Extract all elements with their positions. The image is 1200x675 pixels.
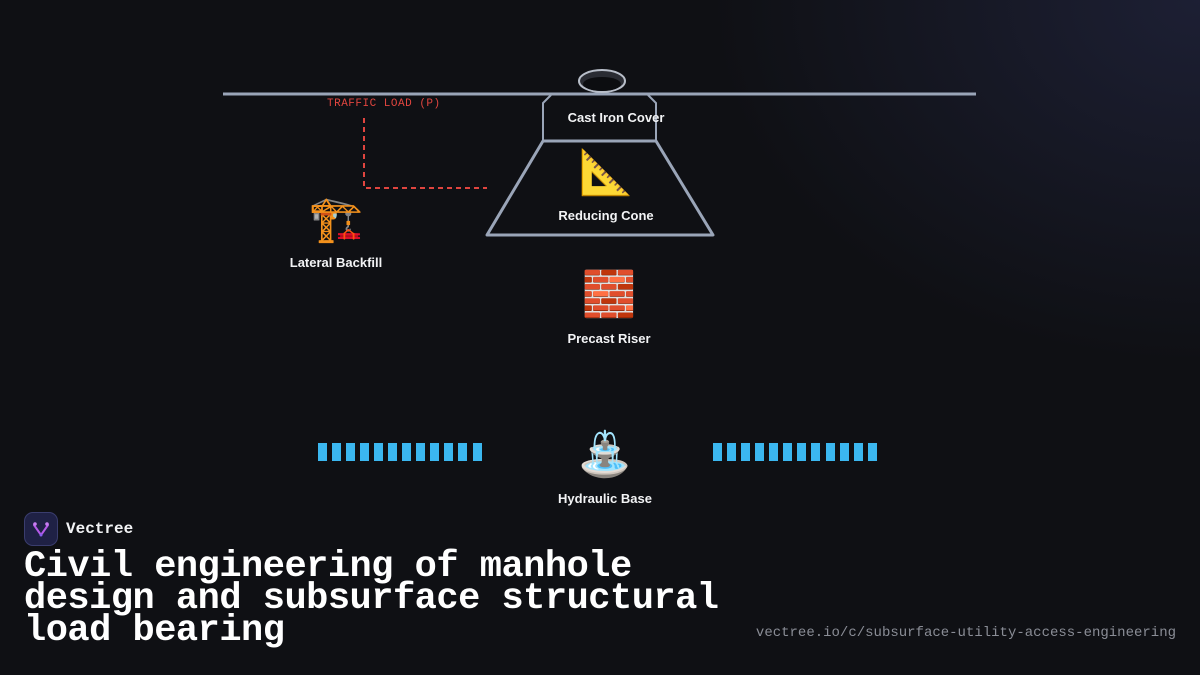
flow-segment xyxy=(840,443,849,461)
flow-segment xyxy=(332,443,341,461)
flow-segment xyxy=(713,443,722,461)
reducing-cone-outline xyxy=(485,139,715,237)
inlet-pipe-flow xyxy=(318,443,482,461)
node-precast-riser: 🧱 Precast Riser xyxy=(567,269,651,347)
flow-segment xyxy=(374,443,383,461)
flow-segment xyxy=(811,443,820,461)
flow-segment xyxy=(402,443,411,461)
brick-icon: 🧱 xyxy=(581,269,637,320)
flow-segment xyxy=(868,443,877,461)
flow-segment xyxy=(388,443,397,461)
brand: Vectree xyxy=(24,512,133,546)
fountain-icon: ⛲ xyxy=(577,429,633,480)
flow-segment xyxy=(346,443,355,461)
flow-segment xyxy=(360,443,369,461)
node-label: Reducing Cone xyxy=(558,208,654,223)
flow-segment xyxy=(416,443,425,461)
manhole-cover-icon xyxy=(578,69,626,93)
triangular-ruler-icon: 📐 xyxy=(578,147,634,198)
flow-segment xyxy=(854,443,863,461)
flow-segment xyxy=(769,443,778,461)
flow-segment xyxy=(458,443,467,461)
traffic-load-path xyxy=(363,118,487,189)
node-hydraulic-base: ⛲ Hydraulic Base xyxy=(558,429,652,507)
node-lateral-backfill: 🏗️ Lateral Backfill xyxy=(289,194,383,271)
node-label: Lateral Backfill xyxy=(289,255,383,270)
source-url: vectree.io/c/subsurface-utility-access-e… xyxy=(755,625,1176,641)
brand-name: Vectree xyxy=(66,520,134,538)
flow-segment xyxy=(318,443,327,461)
traffic-load-label: TRAFFIC LOAD (P) xyxy=(327,98,441,110)
node-cast-iron-cover: Cast Iron Cover xyxy=(568,110,665,125)
flow-segment xyxy=(430,443,439,461)
node-label: Precast Riser xyxy=(567,331,651,346)
flow-segment xyxy=(826,443,835,461)
flow-segment xyxy=(783,443,792,461)
node-label: Cast Iron Cover xyxy=(567,110,665,125)
flow-segment xyxy=(444,443,453,461)
node-label: Hydraulic Base xyxy=(558,491,652,506)
node-reducing-cone: 📐 Reducing Cone xyxy=(558,147,654,224)
construction-crane-icon: 🏗️ xyxy=(308,194,364,245)
outlet-pipe-flow xyxy=(713,443,877,461)
flow-segment xyxy=(741,443,750,461)
flow-segment xyxy=(727,443,736,461)
flow-segment xyxy=(797,443,806,461)
flow-segment xyxy=(473,443,482,461)
flow-segment xyxy=(755,443,764,461)
vectree-logo-icon xyxy=(24,512,58,546)
page-title: Civil engineering of manhole design and … xyxy=(24,546,719,652)
